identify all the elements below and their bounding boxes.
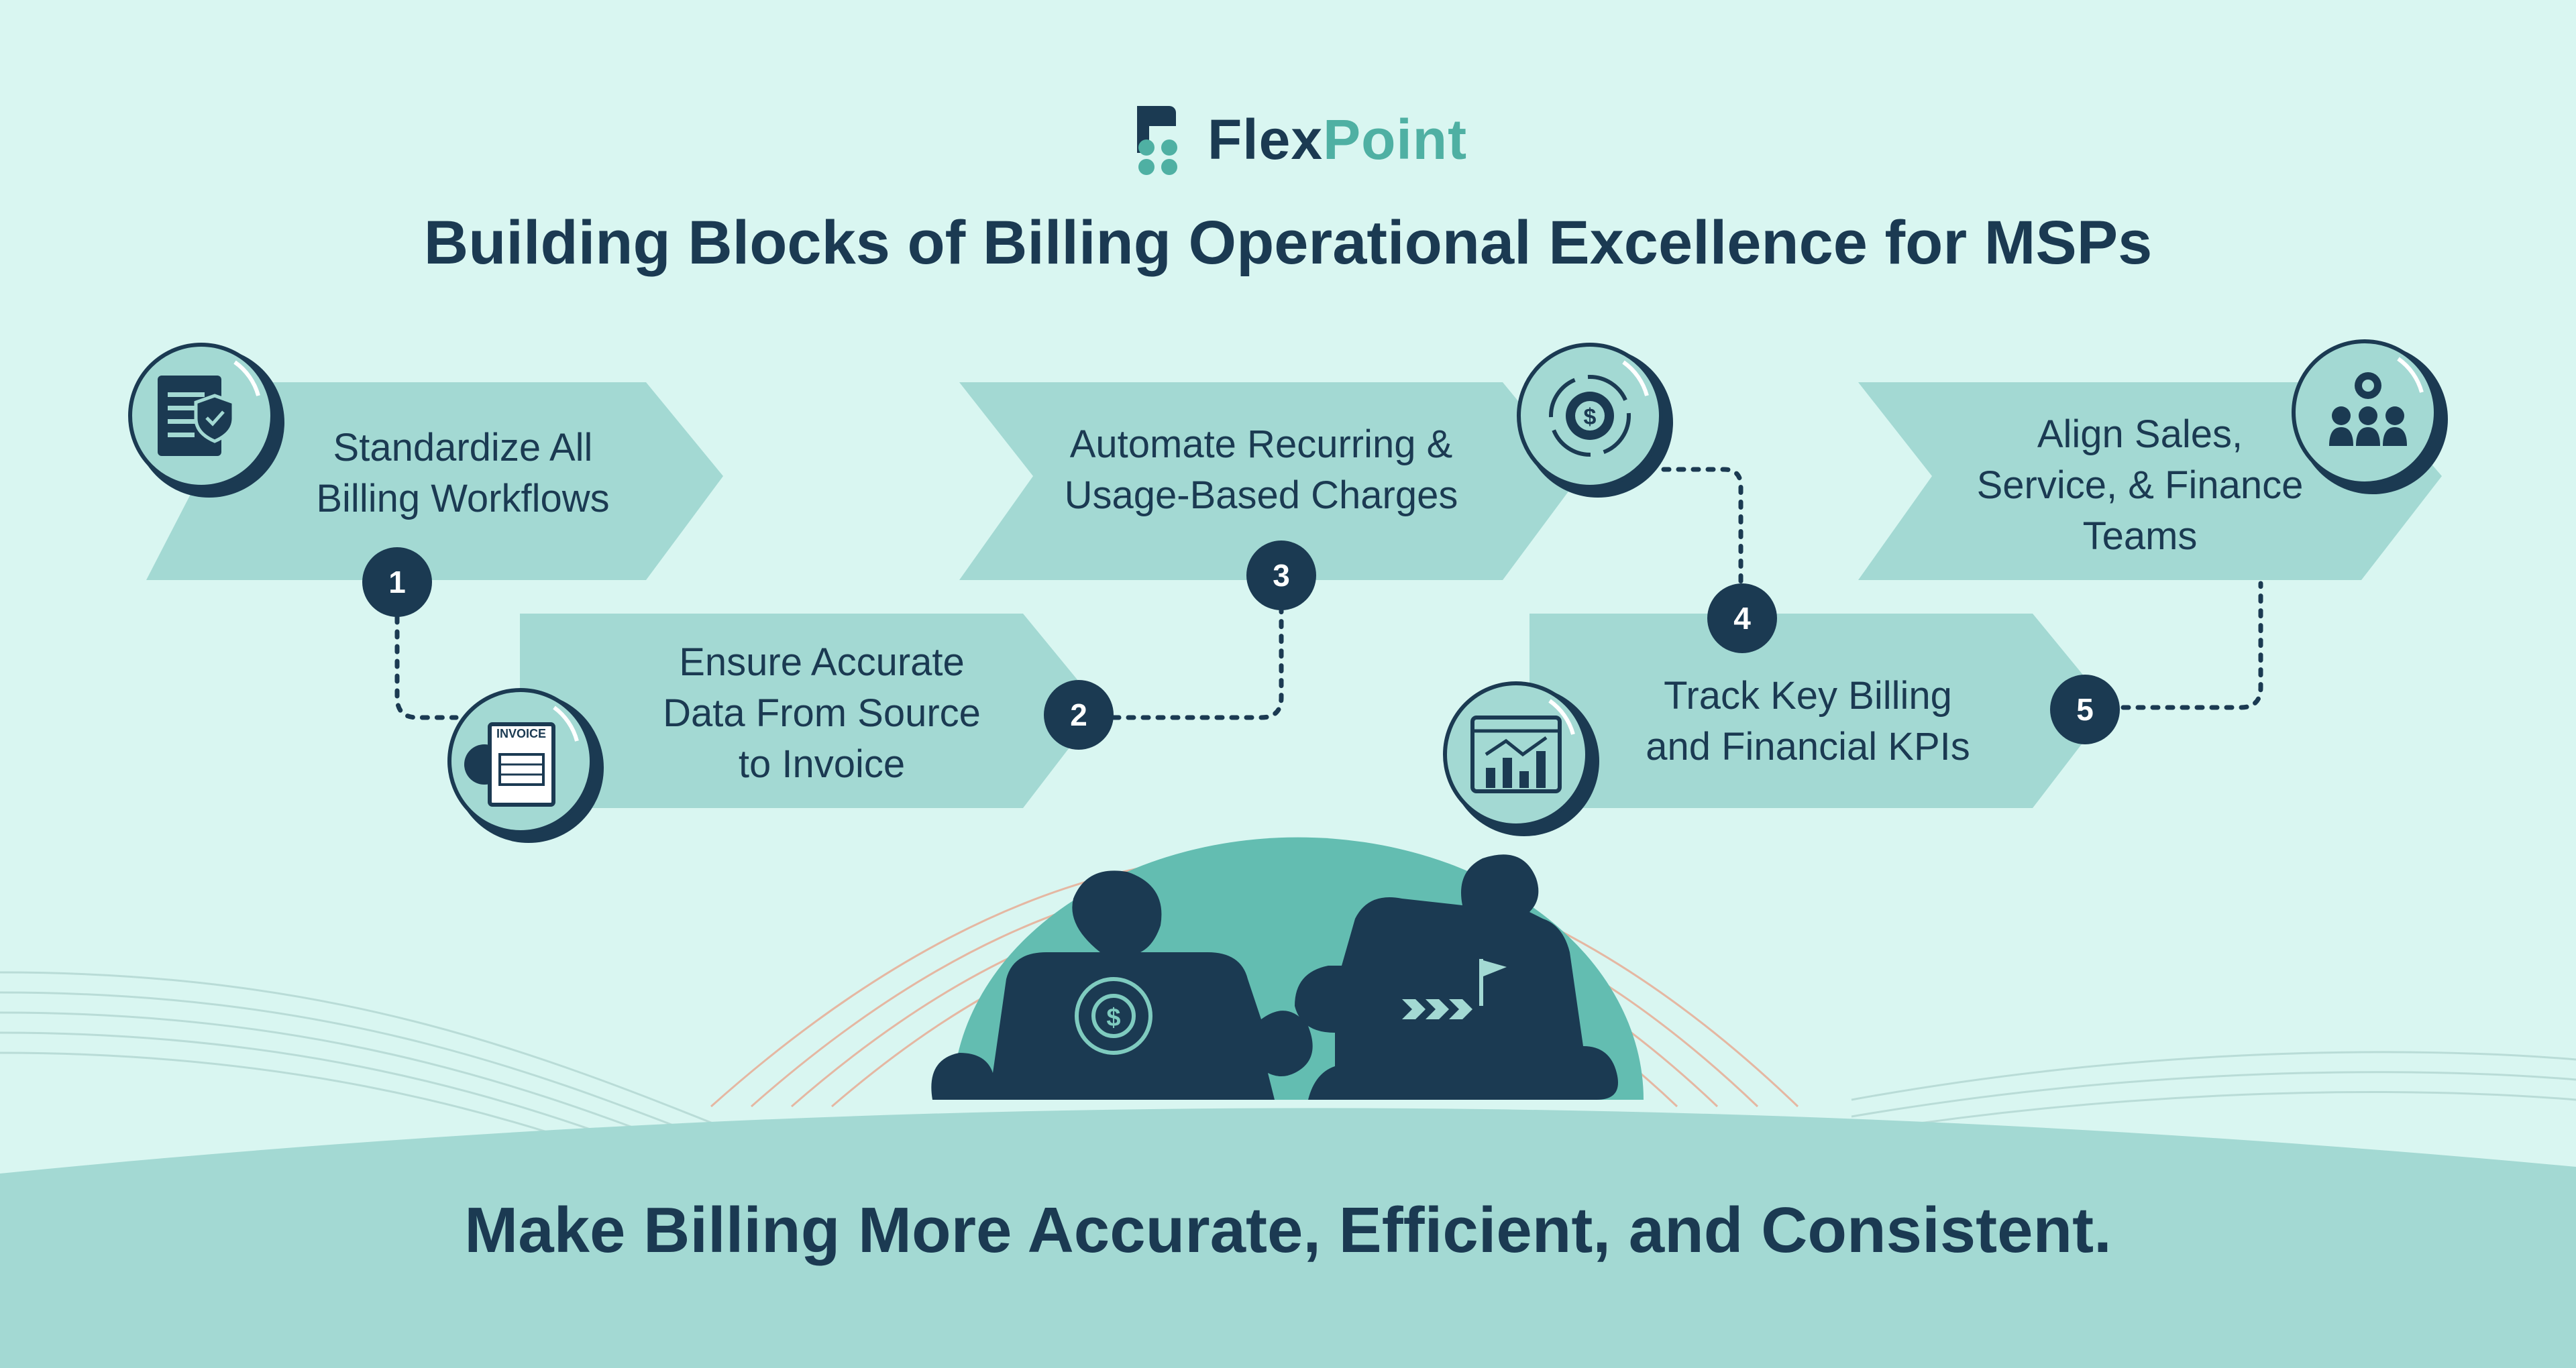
step-5-line3: Teams (2082, 514, 2198, 558)
dotted-connectors (394, 467, 2263, 720)
step-5-icon-circle (2292, 339, 2448, 494)
step-1-line2: Billing Workflows (316, 477, 610, 520)
step-1-icon-circle (128, 343, 284, 498)
connector-2-3 (1111, 608, 1284, 720)
step-4-icon-circle (1443, 681, 1599, 836)
step-2-line2: Data From Source (663, 691, 981, 735)
step-3-label: Automate Recurring & Usage-Based Charges (1033, 419, 1489, 521)
step-2-line3: to Invoice (738, 742, 906, 786)
background-wave-lines (0, 971, 2576, 1161)
document-shield-icon (158, 376, 235, 456)
puzzle-piece-right (1295, 854, 1618, 1100)
step-5-line1: Align Sales, (2037, 412, 2243, 456)
team-gear-icon (2329, 372, 2407, 446)
ground-hill (0, 1108, 2576, 1368)
step-2-label: Ensure Accurate Data From Source to Invo… (604, 637, 1040, 790)
puzzle-piece-left: $ (931, 870, 1313, 1100)
step-2-number-badge: 2 (1044, 680, 1114, 750)
svg-text:$: $ (1584, 404, 1597, 430)
step-3-line2: Usage-Based Charges (1064, 473, 1458, 517)
step-4-number-badge: 4 (1707, 583, 1777, 653)
step-5-line2: Service, & Finance (1976, 463, 2304, 507)
step-4-label: Track Key Billing and Financial KPIs (1603, 671, 2012, 773)
step-5-number-badge: 5 (2050, 675, 2120, 744)
step-2-line1: Ensure Accurate (679, 640, 965, 684)
step-5-label: Align Sales, Service, & Finance Teams (1932, 409, 2348, 562)
step-2-chevron (520, 614, 1100, 808)
step-3-number-badge: 3 (1246, 540, 1316, 610)
brand-logo-mark (1137, 106, 1177, 175)
brand-name: FlexPoint (1208, 107, 1467, 172)
step-4-chevron (1529, 614, 2110, 808)
step-3-line1: Automate Recurring & (1069, 422, 1453, 466)
step-2-icon-circle: INVOICE (447, 688, 604, 843)
step-3-icon-circle: $ (1517, 343, 1673, 498)
step-4-line2: and Financial KPIs (1646, 725, 1970, 768)
step-1-label: Standardize All Billing Workflows (268, 422, 657, 524)
brand-name-part1: Flex (1208, 108, 1324, 171)
connector-1-2 (394, 614, 459, 720)
progress-flag-icon (1402, 959, 1507, 1019)
connector-3-4 (1661, 467, 1743, 586)
brand-name-part2: Point (1323, 108, 1468, 171)
step-1-chevron (146, 382, 723, 580)
invoice-icon-label: INVOICE (496, 727, 546, 740)
step-3-chevron (959, 382, 1580, 580)
dollar-gear-cycle-icon: $ (1549, 375, 1631, 457)
svg-text:$: $ (1106, 1004, 1120, 1032)
footer-tagline: Make Billing More Accurate, Efficient, a… (464, 1194, 2112, 1266)
connector-4-5 (2121, 581, 2263, 710)
page-title: Building Blocks of Billing Operational E… (423, 209, 2153, 277)
invoice-gear-icon: INVOICE (464, 722, 555, 807)
step-4-line1: Track Key Billing (1664, 674, 1952, 718)
step-1-number-badge: 1 (362, 547, 432, 617)
analytics-dashboard-icon (1470, 716, 1562, 793)
globe-puzzle-illustration: $ (931, 837, 1644, 1100)
step-1-line1: Standardize All (333, 426, 593, 469)
